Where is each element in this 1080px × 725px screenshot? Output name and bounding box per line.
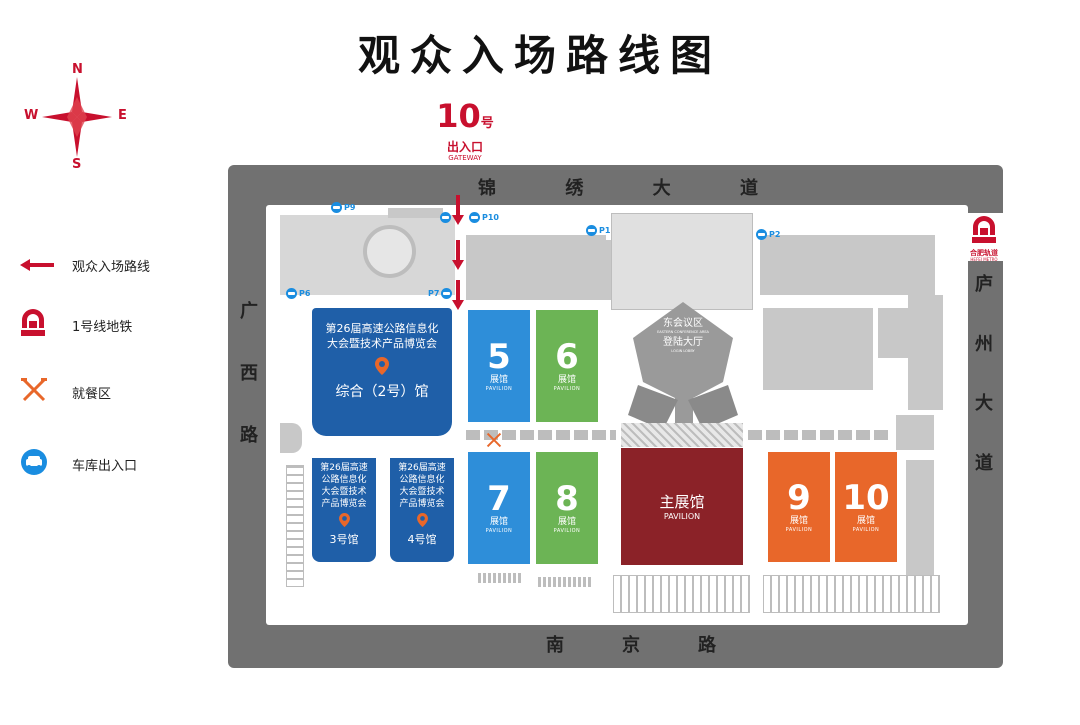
conference-line1-en: EASTERN CONFERENCE AREA <box>657 330 709 334</box>
metro-logo-icon <box>20 308 60 342</box>
parking-p1[interactable]: P1 <box>586 225 610 236</box>
metro-station-east[interactable]: 合肥轨道 HEFEI METRO <box>965 213 1003 262</box>
parking-p7[interactable]: P7 <box>428 288 453 299</box>
hall-2-location-pin-icon <box>312 357 452 379</box>
hall-5[interactable]: 5 展馆 PAVILION <box>468 310 530 422</box>
west-d-building <box>280 423 302 453</box>
hall-7[interactable]: 7 展馆 PAVILION <box>468 452 530 564</box>
road-north: 锦 绣 大 道 <box>478 178 758 199</box>
parking-p2[interactable]: P2 <box>756 229 780 240</box>
legend-label-parking: 车库出入口 <box>72 458 138 474</box>
gateway-cn: 出入口 <box>446 140 483 154</box>
hall-2-line2: 大会暨技术产品博览会 <box>327 337 437 350</box>
gateway-en: GATEWAY <box>448 154 482 162</box>
block-north-small <box>600 240 612 300</box>
dining-area-icon[interactable] <box>485 432 503 452</box>
road-west: 广 西 路 <box>240 301 258 446</box>
legend-item-route: 观众入场路线 <box>20 256 150 275</box>
parking-car-icon <box>756 229 767 240</box>
road-east: 庐 州 大 道 <box>975 274 993 474</box>
conference-complex <box>611 213 753 310</box>
parking-car-icon <box>20 448 60 480</box>
hall-8[interactable]: 8 展馆 PAVILION <box>536 452 598 564</box>
hall-3[interactable]: 第26届高速 公路信息化 大会暨技术 产品博览会 3号馆 <box>312 458 376 562</box>
legend-label-metro: 1号线地铁 <box>72 319 133 335</box>
route-arrow-2 <box>452 240 464 274</box>
parking-car-icon <box>286 288 297 299</box>
compass-south: S <box>72 157 82 172</box>
gateway-number: 10 <box>436 97 481 135</box>
red-arrow-icon <box>20 256 60 275</box>
compass-west: W <box>24 108 39 123</box>
block-north-center <box>466 235 606 300</box>
block-ne-2 <box>763 308 873 390</box>
main-hall-cn: 主展馆 <box>659 492 705 511</box>
parking-p10[interactable]: P10 <box>440 212 499 223</box>
corridor-west <box>466 430 616 440</box>
south-strip-1 <box>478 573 523 583</box>
west-parking-strip <box>286 465 304 587</box>
parking-p9[interactable]: P9 <box>331 202 355 213</box>
hall-9[interactable]: 9 展馆 PAVILION <box>768 452 830 562</box>
page-title: 观众入场路线图 <box>357 31 722 80</box>
hall-2-name: 综合（2号）馆 <box>335 384 429 400</box>
dining-icon <box>20 378 60 406</box>
parking-car-icon <box>586 225 597 236</box>
metro-logo-cn: 合肥轨道 <box>970 249 998 257</box>
route-arrow-3 <box>452 280 464 314</box>
conference-line2: 登陆大厅 <box>663 337 703 348</box>
corridor-east <box>748 430 888 440</box>
hall-6[interactable]: 6 展馆 PAVILION <box>536 310 598 422</box>
gateway-10-label: 10号 出入口 GATEWAY <box>425 100 505 163</box>
legend-item-metro: 1号线地铁 <box>20 308 132 342</box>
main-exhibition-hall[interactable]: 主展馆 PAVILION <box>621 448 743 565</box>
hall-4-name: 4号馆 <box>407 533 437 546</box>
parking-car-icon <box>331 202 342 213</box>
hall-4[interactable]: 第26届高速 公路信息化 大会暨技术 产品博览会 4号馆 <box>390 458 454 562</box>
hall-2-line1: 第26届高速公路信息化 <box>325 322 439 335</box>
road-south: 南 京 路 <box>546 635 716 656</box>
parking-car-icon <box>441 288 453 299</box>
block-ne-4 <box>908 295 943 410</box>
parking-p6[interactable]: P6 <box>286 288 310 299</box>
parking-car-icon <box>440 212 451 223</box>
hall-4-location-pin-icon <box>390 512 454 531</box>
block-ne-1 <box>760 235 935 295</box>
conference-line2-en: LOGIN LOBBY <box>671 349 695 353</box>
main-hall-en: PAVILION <box>663 511 701 521</box>
plaza-fountain <box>363 225 416 278</box>
legend-item-dining: 就餐区 <box>20 378 111 406</box>
legend-item-parking: 车库出入口 <box>20 448 137 480</box>
legend-label-dining: 就餐区 <box>72 386 112 402</box>
legend: 观众入场路线 1号线地铁 就餐区 车库出入口 <box>20 250 200 480</box>
route-arrow-1 <box>452 195 464 229</box>
conference-line1: 东会议区 <box>663 318 703 329</box>
hall-3-location-pin-icon <box>312 512 376 531</box>
south-parking-strip-east <box>763 575 940 613</box>
hall-10[interactable]: 10 展馆 PAVILION <box>835 452 897 562</box>
south-parking-strip <box>613 575 750 613</box>
compass-east: E <box>118 108 127 123</box>
compass-icon: N S W E <box>24 62 127 172</box>
gateway-unit: 号 <box>480 116 494 131</box>
metro-logo-en: HEFEI METRO <box>970 257 998 262</box>
legend-label-route: 观众入场路线 <box>72 260 151 275</box>
venue-map: 锦 绣 大 道 南 京 路 广 西 路 庐 州 大 道 合肥轨道 HEFEI M… <box>228 165 1003 668</box>
south-strip-2 <box>538 577 593 587</box>
compass-north: N <box>72 62 83 77</box>
parking-car-icon <box>469 212 480 223</box>
hall-3-name: 3号馆 <box>329 533 359 546</box>
block-nw-top <box>388 208 443 218</box>
corridor-crosshatch <box>621 423 743 447</box>
hall-2-comprehensive[interactable]: 第26届高速公路信息化 大会暨技术产品博览会 综合（2号）馆 <box>312 308 452 436</box>
block-east-small <box>896 415 934 450</box>
conference-hall[interactable]: 东会议区 EASTERN CONFERENCE AREA 登陆大厅 LOGIN … <box>623 300 743 450</box>
